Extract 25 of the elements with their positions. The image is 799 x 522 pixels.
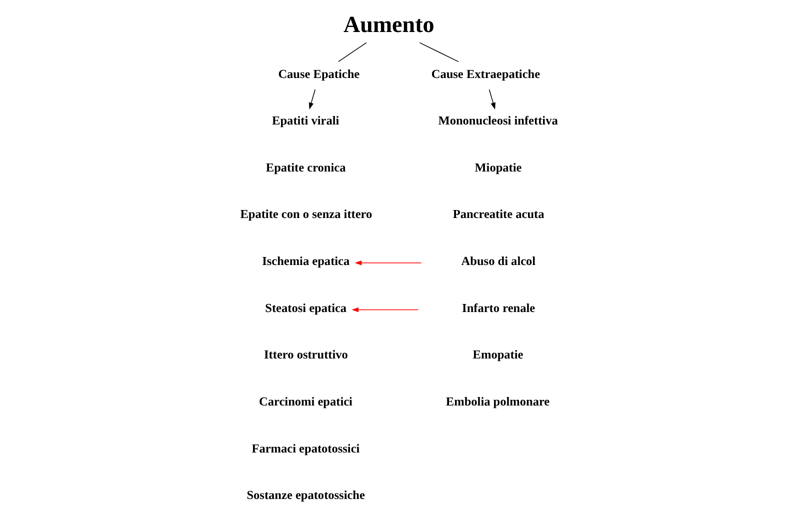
node-text: Aumento <box>343 10 434 37</box>
node-text: Cause Epatiche <box>278 66 360 81</box>
node-text: Ittero ostruttivo <box>264 348 348 362</box>
node-text: Steatosi epatica <box>265 300 347 315</box>
node-text: Pancreatite acuta <box>452 207 544 222</box>
connector <box>419 42 459 62</box>
node-text: Infarto renale <box>462 300 536 315</box>
node-text: Miopatie <box>474 160 522 174</box>
arrow <box>488 89 496 110</box>
node-text: Carcinomi epatici <box>259 394 352 409</box>
node-text: Abuso di alcol <box>461 254 536 268</box>
node-text: Cause Extraepatiche <box>431 66 540 81</box>
arrow <box>308 89 316 110</box>
node-text: Sostanze epatotossiche <box>246 488 365 502</box>
node-text: Epatiti virali <box>272 114 340 128</box>
node-text: Ischemia epatica <box>262 254 350 268</box>
node-text: Embolia polmonare <box>446 394 550 409</box>
node-text: Epatite cronica <box>266 160 346 174</box>
arrow <box>354 260 422 266</box>
node-text: Emopatie <box>472 348 524 362</box>
node-text: Mononucleosi infettiva <box>438 114 558 128</box>
arrow <box>352 307 419 312</box>
node-text: Epatite con o senza ittero <box>240 207 372 222</box>
connector <box>338 42 367 62</box>
node-text: Farmaci epatotossici <box>252 441 360 456</box>
